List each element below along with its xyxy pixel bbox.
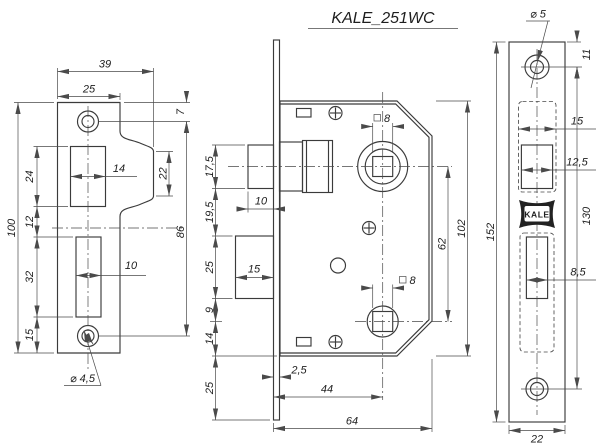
faceplate-view: KALE ⌀ 5 11 130 15 12,5 [508, 9, 596, 445]
body-inner-contour [280, 103, 430, 354]
faceplate-edge [272, 39, 281, 421]
dim-faceplate-height: 152 [485, 223, 497, 241]
dim-latch-projection: 10 [255, 196, 268, 208]
dim-backset: 44 [321, 384, 333, 396]
dim-overall-height: 100 [6, 218, 18, 237]
screw-bottom-icon [328, 334, 343, 350]
strike-plate-outline [52, 101, 184, 370]
body-outer-contour [279, 100, 433, 357]
kale-logo: KALE [519, 200, 555, 228]
strike-plate-view: 39 25 7 86 22 24 [6, 59, 190, 386]
dim-body-depth: 64 [346, 416, 358, 428]
dim-faceplate-bottom: 25 [204, 381, 216, 395]
dim-hole-diameter: ⌀ 4,5 [70, 373, 96, 385]
dim-hub-to-bottom: 14 [204, 333, 216, 345]
dim-latch-cutout-height: 24 [24, 170, 36, 183]
faceplate-outline: KALE [508, 41, 566, 423]
dim-bolt-slot-width: 8,5 [570, 267, 586, 279]
dim-latch-cutout-width: 14 [113, 163, 125, 175]
dim-lip-height: 22 [158, 167, 170, 180]
top-tab [295, 107, 312, 118]
lock-body-outline [228, 39, 452, 421]
bolt-cutout [75, 236, 102, 318]
dim-hub-spacing: 62 [437, 238, 449, 250]
dim-spindle-square-top: 8 [384, 113, 391, 125]
drawing-title: KALE_251WC [308, 10, 458, 29]
screw-center-icon [361, 220, 377, 236]
lock-body-dimensions: 17,5 19,5 25 9 14 25 10 15 [204, 41, 506, 432]
square-symbol-icon [373, 114, 381, 122]
screw-top-icon [328, 105, 343, 121]
dim-top-hole-offset: 11 [581, 49, 593, 60]
dim-plate-width: 25 [82, 84, 96, 96]
bolt-hidden-contour [519, 232, 555, 353]
dim-bottom-margin: 15 [24, 328, 36, 341]
faceplate-dimensions: ⌀ 5 11 130 15 12,5 8,5 [508, 9, 596, 445]
dim-body-height: 102 [456, 219, 468, 237]
dim-bolt-cutout-width: 10 [125, 260, 138, 272]
dim-faceplate-thickness: 2,5 [290, 365, 307, 377]
square-symbol-icon [399, 276, 407, 284]
deadbolt [234, 235, 275, 300]
dim-overall-width: 39 [99, 59, 111, 71]
dim-hole-spacing: 130 [581, 206, 593, 225]
dim-hole-spacing: 86 [175, 225, 187, 238]
dim-plate-width: 22 [530, 434, 543, 445]
dim-bolt-projection: 15 [248, 264, 261, 276]
bottom-tab [295, 336, 312, 347]
dim-latch-to-bolt: 19,5 [204, 201, 216, 223]
title-text: KALE_251WC [331, 10, 435, 27]
lock-body-view: 17,5 19,5 25 9 14 25 10 15 [204, 39, 506, 432]
pin-hole [329, 257, 347, 274]
dim-spindle-square-bottom: 8 [410, 275, 417, 287]
dim-latch-slot-outer-width: 15 [571, 116, 584, 128]
dim-bolt-height: 25 [204, 260, 216, 274]
dim-latch-slot-width: 12,5 [566, 157, 588, 169]
dim-bolt-cutout-height: 32 [24, 271, 36, 283]
dim-cutout-gap: 12 [24, 216, 36, 228]
logo-text: KALE [524, 210, 549, 220]
dim-top-hole-offset: 7 [175, 108, 187, 115]
strike-plate-dimensions: 39 25 7 86 22 24 [6, 59, 190, 386]
dim-hole-diameter: ⌀ 5 [530, 9, 547, 21]
dim-bolt-to-hub: 9 [204, 307, 216, 313]
dim-latch-height: 17,5 [204, 155, 216, 177]
